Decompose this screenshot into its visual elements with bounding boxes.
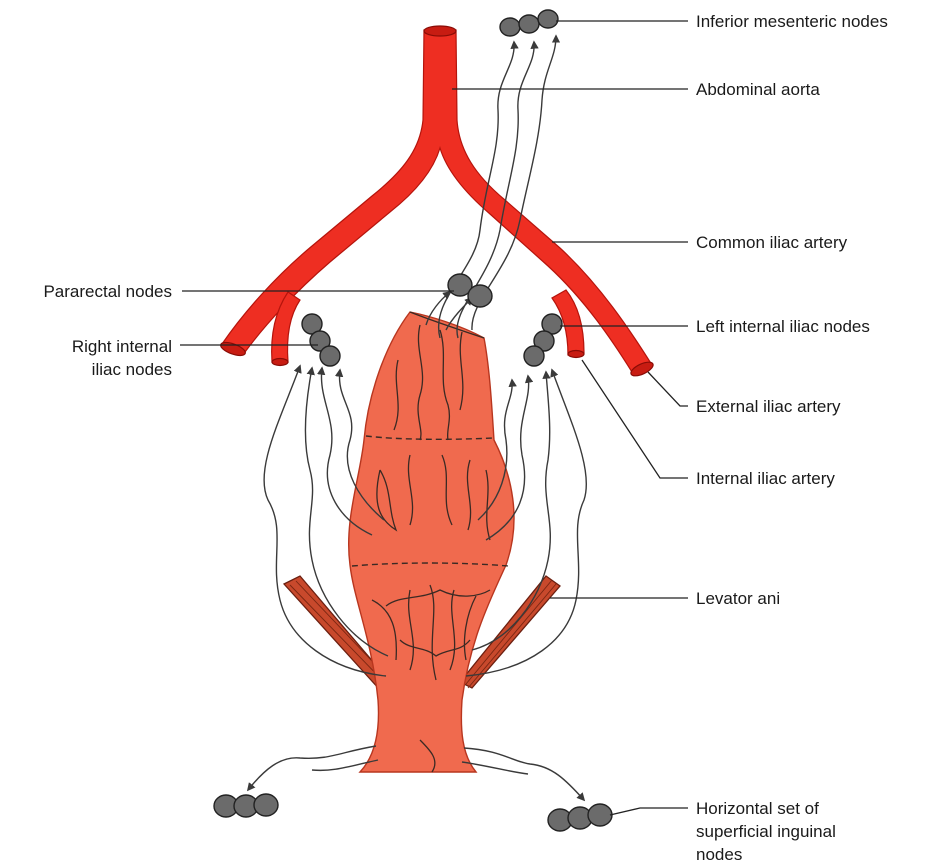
superficial-inguinal-nodes-left <box>548 804 612 831</box>
left-internal-iliac-cut-end <box>568 351 584 358</box>
label-superficial-inguinal-line3: nodes <box>696 845 742 864</box>
label-common-iliac-artery: Common iliac artery <box>696 233 848 252</box>
right-internal-iliac-cut-end <box>272 359 288 366</box>
label-right-internal-iliac-nodes-line1: Right internal <box>72 337 172 356</box>
label-superficial-inguinal-line1: Horizontal set of <box>696 799 819 818</box>
label-inferior-mesenteric-nodes: Inferior mesenteric nodes <box>696 12 888 31</box>
label-internal-iliac-artery: Internal iliac artery <box>696 469 835 488</box>
abdominal-aorta-cut-end <box>424 26 456 36</box>
rectum-body <box>349 312 514 772</box>
label-pararectal-nodes: Pararectal nodes <box>43 282 172 301</box>
label-levator-ani: Levator ani <box>696 589 780 608</box>
label-left-internal-iliac-nodes: Left internal iliac nodes <box>696 317 870 336</box>
left-internal-iliac-nodes <box>524 314 562 366</box>
rectum <box>349 312 514 772</box>
label-superficial-inguinal-line2: superficial inguinal <box>696 822 836 841</box>
label-external-iliac-artery: External iliac artery <box>696 397 841 416</box>
pararectal-nodes <box>448 274 492 307</box>
label-abdominal-aorta: Abdominal aorta <box>696 80 820 99</box>
right-internal-iliac-nodes <box>302 314 340 366</box>
superficial-inguinal-nodes-right <box>214 794 278 817</box>
label-right-internal-iliac-nodes-line2: iliac nodes <box>92 360 172 379</box>
inferior-mesenteric-nodes <box>500 10 558 36</box>
